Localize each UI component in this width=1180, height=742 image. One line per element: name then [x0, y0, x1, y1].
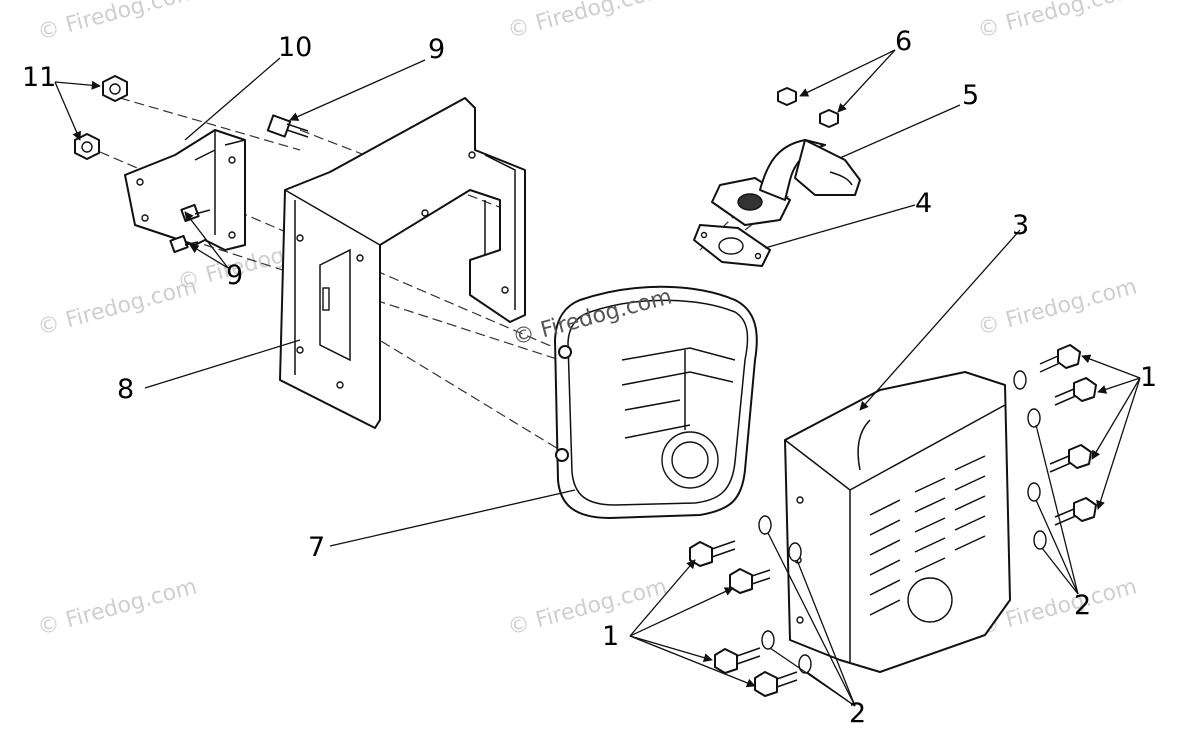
callout-3: 3 — [1012, 210, 1029, 241]
watermark: © Firedog.com — [35, 0, 200, 46]
watermark: © Firedog.com — [505, 0, 670, 44]
part-9-bolts — [169, 114, 309, 254]
watermark: © Firedog.com — [505, 574, 670, 640]
part-4-gasket — [693, 224, 771, 267]
callout-5: 5 — [962, 80, 979, 111]
part-5-exhaust-pipe — [711, 139, 861, 226]
cover-vents — [869, 455, 986, 616]
part-2-washers-left — [758, 515, 812, 674]
watermark: © Firedog.com — [975, 0, 1140, 44]
leader-lines — [54, 49, 1141, 707]
part-3-muffler-cover — [784, 371, 1011, 673]
callout-8: 8 — [117, 374, 134, 405]
part-7-muffler — [554, 285, 758, 519]
callout-7: 7 — [308, 532, 325, 563]
callout-2-right: 2 — [1074, 590, 1091, 621]
watermark: © Firedog.com — [35, 574, 200, 640]
part-6-nuts — [777, 87, 839, 128]
callout-9-top: 9 — [428, 34, 445, 65]
part-2-washers-right — [1013, 370, 1047, 550]
callout-1-right: 1 — [1140, 362, 1157, 393]
callout-1-left: 1 — [602, 621, 619, 652]
callout-6: 6 — [895, 26, 912, 57]
callout-4: 4 — [915, 188, 932, 219]
part-11-nuts — [74, 75, 128, 160]
callout-2-bottom: 2 — [849, 698, 866, 729]
callout-9-bottom: 9 — [226, 260, 243, 291]
callout-11: 11 — [22, 62, 56, 93]
callout-numbers: 11 10 9 9 6 5 4 3 8 7 1 2 1 2 — [22, 26, 1157, 729]
callout-10: 10 — [278, 32, 312, 63]
part-10-bracket — [124, 129, 246, 251]
part-1-bolts-left — [689, 540, 798, 697]
part-8-mounting-plate — [279, 97, 526, 429]
watermark: © Firedog.com — [975, 274, 1140, 340]
watermark: © Firedog.com — [35, 274, 200, 340]
part-1-bolts-right — [1039, 344, 1097, 526]
